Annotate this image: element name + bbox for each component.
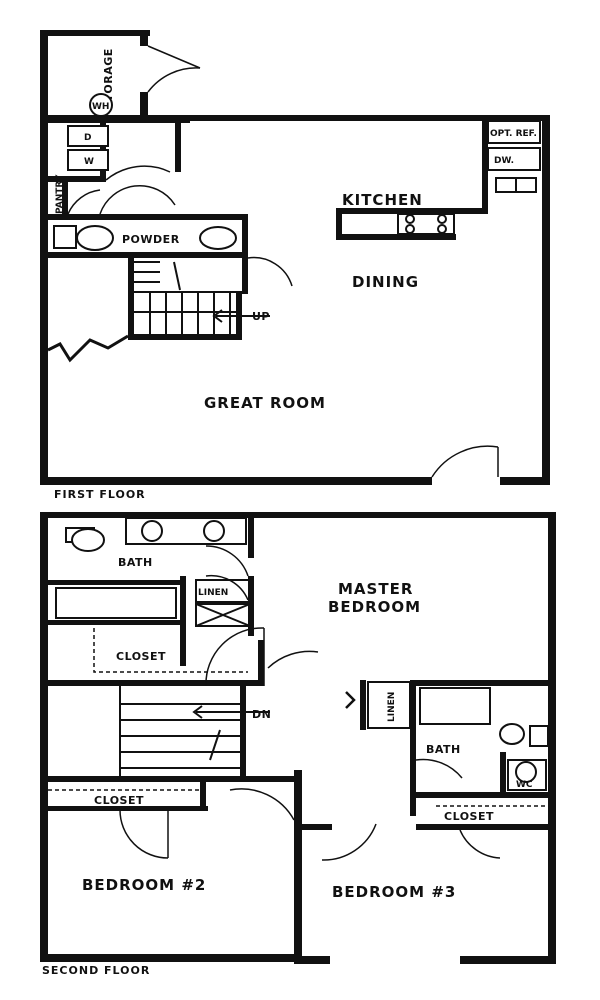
water-heater-label: WH	[92, 102, 109, 112]
water-heater-icon	[89, 93, 113, 117]
stairs-down	[119, 686, 270, 780]
dining-label: DINING	[352, 273, 419, 291]
dishwasher-label: DW.	[494, 156, 514, 166]
master-bedroom-label-line1: MASTER	[338, 580, 413, 598]
first-floor-caption: FIRST FLOOR	[54, 488, 146, 501]
stairs-down-label: DN	[252, 708, 271, 721]
stairs-up	[134, 261, 270, 338]
second-floor	[40, 512, 556, 964]
stairs-up-label: UP	[252, 310, 270, 323]
linen-1-label: LINEN	[198, 588, 228, 598]
bath-2-label: BATH	[426, 743, 461, 756]
washer-label: W	[84, 157, 94, 167]
powder-label: POWDER	[122, 233, 180, 246]
dryer-label: D	[84, 133, 91, 143]
first-floor	[40, 30, 550, 485]
master-bedroom-label-line2: BEDROOM	[328, 598, 421, 616]
washer-dryer-label: WC	[516, 780, 533, 790]
labels: STORAGE WH D W PANTRY POWDER KITCHEN DIN…	[42, 48, 537, 977]
closet-1-label: CLOSET	[116, 650, 166, 663]
refrigerator-label: OPT. REF.	[490, 129, 537, 139]
bath-1-label: BATH	[118, 556, 153, 569]
kitchen-label: KITCHEN	[342, 191, 423, 209]
pantry-label: PANTRY	[55, 174, 65, 214]
closet-3-label: CLOSET	[444, 810, 494, 823]
great-room-label: GREAT ROOM	[204, 394, 326, 412]
linen-2-label: LINEN	[387, 692, 397, 722]
bedroom-3-label: BEDROOM #3	[332, 883, 456, 901]
second-floor-caption: SECOND FLOOR	[42, 964, 150, 977]
bedroom-2-label: BEDROOM #2	[82, 876, 206, 894]
closet-2-label: CLOSET	[94, 794, 144, 807]
